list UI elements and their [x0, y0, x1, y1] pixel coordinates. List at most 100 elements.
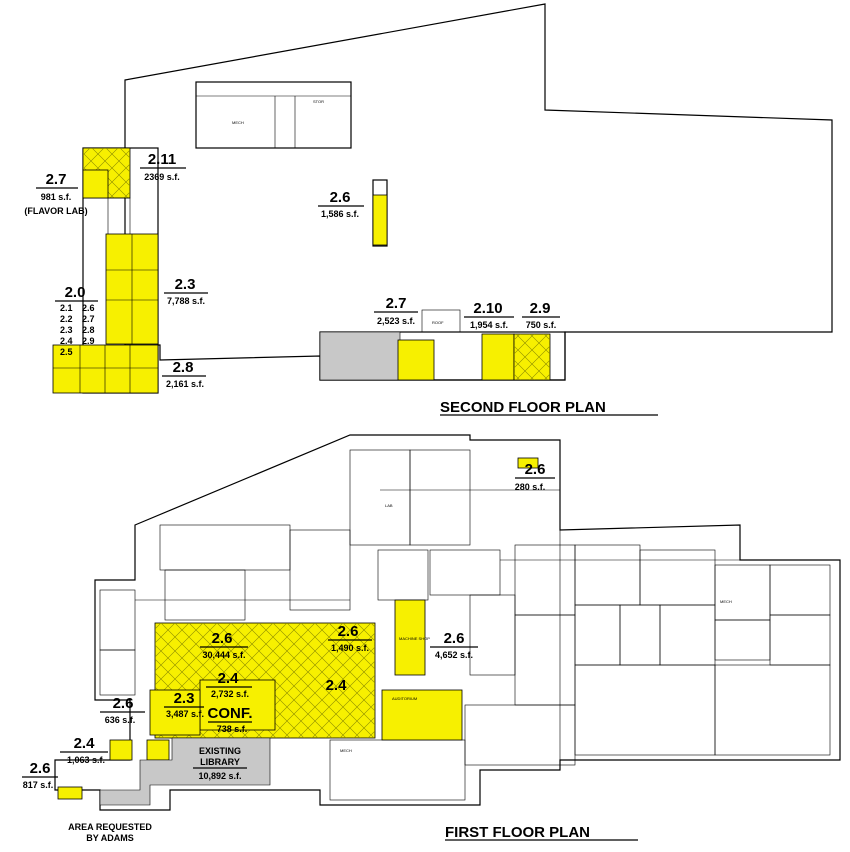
label-2-10: 2.10 1,954 s.f.: [464, 300, 514, 330]
label-2-7-right: 2.7 2,523 s.f.: [374, 295, 418, 326]
area-2-4-1063-fill: [109, 739, 133, 761]
room-label-mech-right: MECH: [720, 599, 732, 604]
label-2-8: 2.8 2,161 s.f.: [162, 359, 206, 389]
svg-text:AREA REQUESTED: AREA REQUESTED: [68, 822, 152, 832]
svg-text:2.6: 2.6: [113, 695, 134, 712]
svg-text:7,788 s.f.: 7,788 s.f.: [167, 296, 205, 306]
svg-text:2.3: 2.3: [60, 325, 73, 335]
svg-text:2.6: 2.6: [444, 630, 465, 647]
svg-text:2.9: 2.9: [530, 300, 551, 317]
area-2-7-right-fill: [397, 339, 435, 381]
svg-text:1,063 s.f.: 1,063 s.f.: [67, 755, 105, 765]
area-auditorium-fill: [381, 689, 463, 741]
area-machine-shop-fill: [394, 599, 426, 676]
svg-text:2.7: 2.7: [82, 314, 95, 324]
svg-text:738 s.f.: 738 s.f.: [217, 724, 248, 734]
svg-text:(FLAVOR LAB): (FLAVOR LAB): [24, 206, 87, 216]
label-2-4-1063: 2.4 1,063 s.f.: [60, 735, 108, 765]
svg-text:1,586 s.f.: 1,586 s.f.: [321, 209, 359, 219]
svg-text:4,652 s.f.: 4,652 s.f.: [435, 650, 473, 660]
svg-text:2,732 s.f.: 2,732 s.f.: [211, 689, 249, 699]
area-2-6-280-fill: [517, 457, 539, 469]
room-label-machine-shop: MACHINE SHOP: [399, 636, 430, 641]
svg-text:CONF.: CONF.: [208, 705, 253, 722]
svg-text:2.6: 2.6: [338, 623, 359, 640]
svg-text:LIBRARY: LIBRARY: [200, 757, 240, 767]
area-2-7-flavor-lab-fill: [82, 169, 109, 199]
svg-text:2.6: 2.6: [212, 630, 233, 647]
svg-text:2.6: 2.6: [30, 760, 51, 777]
label-2-6-280: 2.6 280 s.f.: [515, 461, 555, 492]
label-2-0-list: 2.0 2.1 2.2 2.3 2.4 2.5 2.6 2.7 2.8 2.9: [55, 284, 98, 357]
label-2-6-817: 2.6 817 s.f.: [22, 760, 58, 790]
svg-text:817 s.f.: 817 s.f.: [23, 780, 54, 790]
svg-text:2.6: 2.6: [82, 303, 95, 313]
svg-text:2.4: 2.4: [218, 670, 240, 687]
svg-text:10,892 s.f.: 10,892 s.f.: [198, 771, 241, 781]
first-floor-plan: LAB MECH MACHINE SHOP AUDITORIUM 2.6 280…: [22, 434, 841, 843]
svg-text:2.11: 2.11: [148, 151, 176, 168]
svg-text:2.10: 2.10: [473, 300, 502, 317]
svg-text:BY ADAMS: BY ADAMS: [86, 833, 134, 843]
svg-text:2.6: 2.6: [330, 189, 351, 206]
second-floor-plan: MECH STOR ROOF 2.7 981 s.f.: [24, 3, 833, 416]
existing-library-fill: [99, 737, 271, 806]
svg-text:280 s.f.: 280 s.f.: [515, 482, 546, 492]
mech-room-upper: [195, 81, 352, 149]
room-label-lab: LAB: [385, 503, 393, 508]
label-2-11: 2.11 2369 s.f.: [140, 151, 186, 182]
svg-text:2.5: 2.5: [60, 347, 73, 357]
svg-text:2.8: 2.8: [173, 359, 194, 376]
room-label-roof: ROOF: [432, 320, 444, 325]
label-2-6-30444: 2.6 30,444 s.f.: [200, 630, 248, 660]
svg-text:750 s.f.: 750 s.f.: [526, 320, 557, 330]
svg-text:1,954 s.f.: 1,954 s.f.: [470, 320, 508, 330]
area-2-3-first-fill: [149, 689, 201, 736]
area-2-6-817-fill: [57, 786, 83, 800]
room-label-mech-first: MECH: [340, 748, 352, 753]
svg-text:2.4: 2.4: [60, 336, 73, 346]
svg-text:2,161 s.f.: 2,161 s.f.: [166, 379, 204, 389]
svg-text:2,523 s.f.: 2,523 s.f.: [377, 316, 415, 326]
label-conf-738: CONF. 738 s.f.: [208, 705, 253, 734]
svg-text:2.0: 2.0: [65, 284, 86, 301]
area-2-10-fill: [481, 333, 515, 381]
label-2-4-small: 2.4: [326, 677, 348, 694]
room-label-stor: STOR: [313, 99, 324, 104]
label-2-3-3487: 2.3 3,487 s.f.: [164, 690, 204, 719]
label-2-6-4652: 2.6 4,652 s.f.: [430, 630, 478, 660]
svg-text:2.7: 2.7: [386, 295, 407, 312]
label-area-requested-by-adams: AREA REQUESTED BY ADAMS: [68, 822, 152, 843]
svg-text:2.3: 2.3: [175, 276, 196, 293]
svg-text:EXISTING: EXISTING: [199, 746, 241, 756]
svg-text:2.2: 2.2: [60, 314, 73, 324]
label-2-3-second: 2.3 7,788 s.f.: [164, 276, 208, 306]
second-floor-title: SECOND FLOOR PLAN: [440, 399, 606, 416]
svg-text:2.9: 2.9: [82, 336, 95, 346]
svg-text:2.6: 2.6: [525, 461, 546, 478]
svg-text:2.8: 2.8: [82, 325, 95, 335]
first-floor-title: FIRST FLOOR PLAN: [445, 824, 590, 841]
svg-text:981 s.f.: 981 s.f.: [41, 192, 72, 202]
label-2-6-636: 2.6 636 s.f.: [100, 695, 145, 725]
label-2-6-second: 2.6 1,586 s.f.: [318, 189, 364, 219]
room-label-mech: MECH: [232, 120, 244, 125]
svg-text:2.3: 2.3: [174, 690, 195, 707]
label-existing-library: EXISTING LIBRARY 10,892 s.f.: [193, 746, 247, 781]
svg-text:1,490 s.f.: 1,490 s.f.: [331, 643, 369, 653]
svg-text:2.7: 2.7: [46, 171, 67, 188]
svg-text:2.4: 2.4: [74, 735, 96, 752]
svg-text:3,487 s.f.: 3,487 s.f.: [166, 709, 204, 719]
label-2-4-2732: 2.4 2,732 s.f.: [206, 670, 252, 699]
svg-text:30,444 s.f.: 30,444 s.f.: [202, 650, 245, 660]
svg-text:636 s.f.: 636 s.f.: [105, 715, 136, 725]
room-label-auditorium: AUDITORIUM: [392, 696, 417, 701]
area-2-8-fill: [52, 344, 159, 394]
svg-text:2.1: 2.1: [60, 303, 73, 313]
label-2-6-1490: 2.6 1,490 s.f.: [328, 623, 372, 653]
svg-text:2.4: 2.4: [326, 677, 348, 694]
label-2-9: 2.9 750 s.f.: [522, 300, 560, 330]
svg-text:2369 s.f.: 2369 s.f.: [144, 172, 180, 182]
label-2-7-flavor-lab: 2.7 981 s.f. (FLAVOR LAB): [24, 171, 87, 216]
